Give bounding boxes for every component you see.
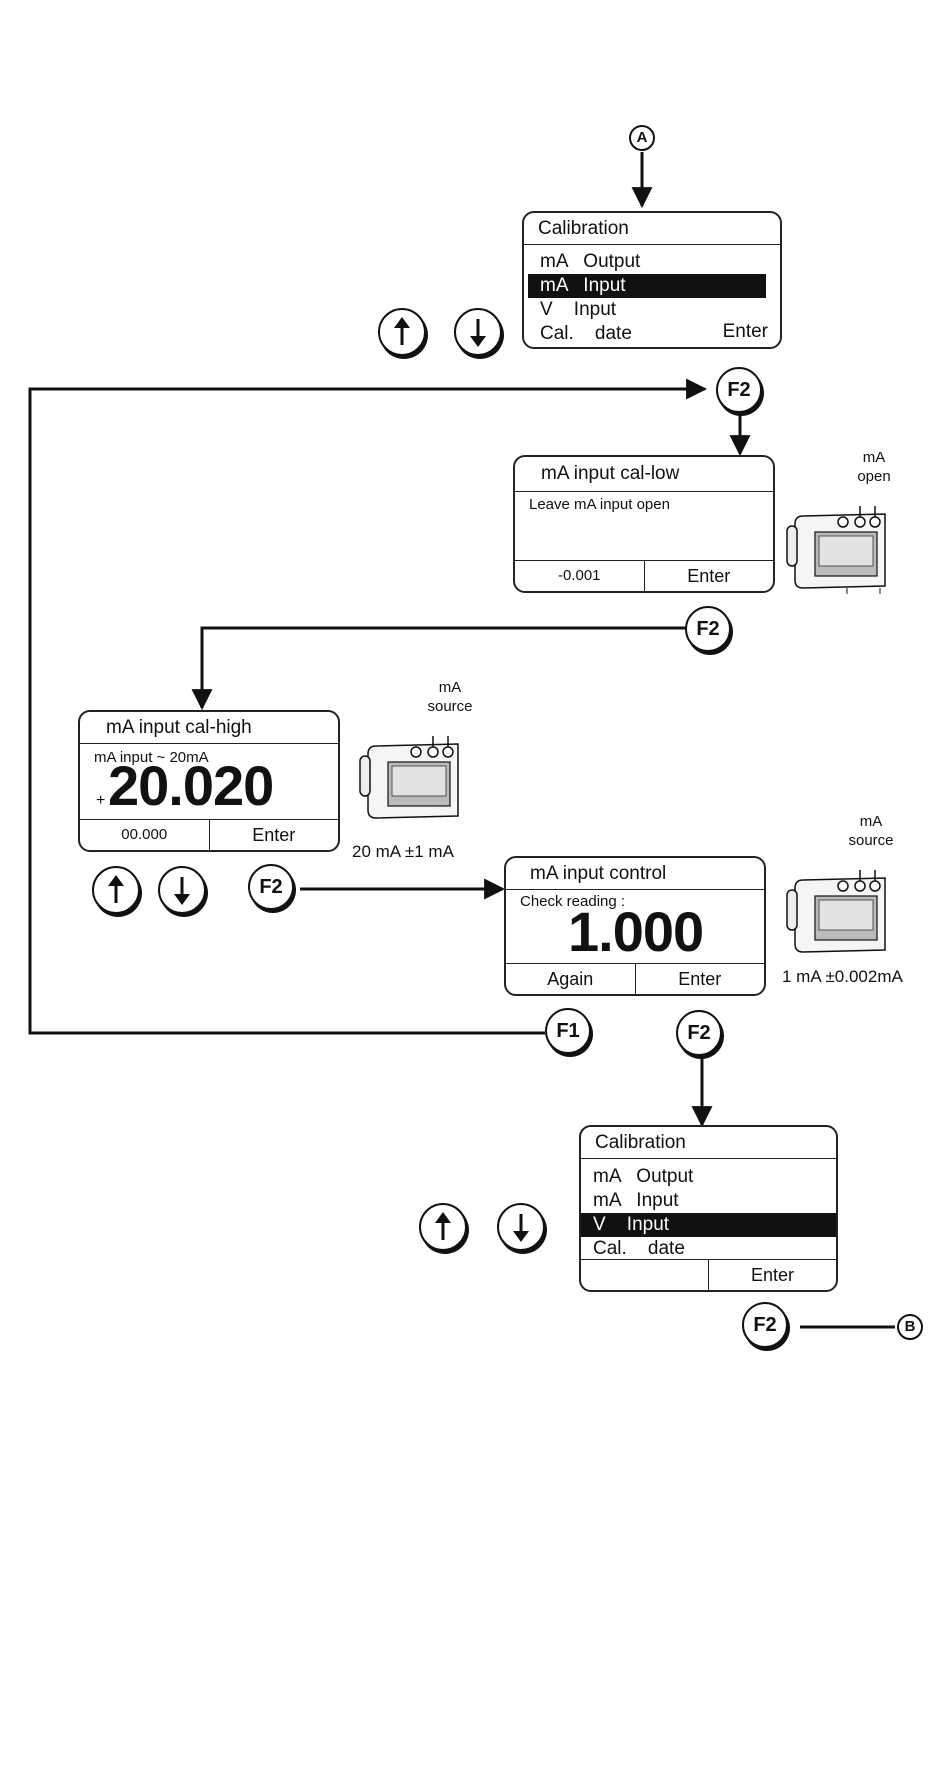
menu-item-cal-date[interactable]: Cal. date bbox=[593, 1238, 685, 1259]
reading-value-small: 00.000 bbox=[121, 826, 168, 843]
down-arrow-key[interactable] bbox=[497, 1203, 545, 1251]
up-arrow-key[interactable] bbox=[378, 308, 426, 356]
blank-softkey bbox=[581, 1260, 708, 1290]
calibration-menu-screen: Calibration mA Output mA Input V Input C… bbox=[522, 211, 782, 349]
screen-footer: Enter bbox=[581, 1259, 836, 1290]
device-terminal-label: mA source bbox=[427, 679, 473, 715]
menu-item-cal-date[interactable]: Cal. date bbox=[540, 323, 632, 344]
screen-title: mA input cal-low bbox=[515, 457, 773, 492]
again-label[interactable]: Again bbox=[547, 969, 594, 989]
f2-key[interactable]: F2 bbox=[716, 367, 762, 413]
arrow-f1-loop bbox=[28, 378, 708, 1035]
reading-value: 20.020 bbox=[108, 754, 274, 817]
down-arrow-icon bbox=[470, 319, 486, 347]
down-arrow-key[interactable] bbox=[158, 866, 206, 914]
up-arrow-key[interactable] bbox=[419, 1203, 467, 1251]
f2-key[interactable]: F2 bbox=[685, 606, 731, 652]
menu-item-ma-output[interactable]: mA Output bbox=[540, 251, 641, 272]
up-arrow-icon bbox=[394, 317, 410, 345]
device-terminal-label: mA open bbox=[857, 449, 891, 485]
enter-label[interactable]: Enter bbox=[634, 964, 765, 994]
screen-footer: 00.000 Enter bbox=[80, 819, 338, 850]
ma-input-cal-low-screen: mA input cal-low Leave mA input open -0.… bbox=[513, 455, 775, 593]
down-arrow-icon bbox=[174, 877, 190, 905]
enter-label[interactable]: Enter bbox=[208, 820, 339, 850]
device-caption: 1 mA ±0.002mA bbox=[782, 967, 903, 986]
screen-title: Calibration bbox=[581, 1127, 836, 1159]
reading-value: -0.001 bbox=[557, 567, 601, 584]
f1-key[interactable]: F1 bbox=[545, 1008, 591, 1054]
screen-title: Calibration bbox=[524, 213, 780, 245]
reading-value: 1.000 bbox=[568, 900, 704, 963]
screen-title: mA input control bbox=[506, 858, 764, 890]
menu-item-ma-input[interactable]: mA Input bbox=[593, 1190, 679, 1211]
f2-key[interactable]: F2 bbox=[742, 1302, 788, 1348]
connector-a: A bbox=[629, 125, 655, 151]
up-arrow-key[interactable] bbox=[92, 866, 140, 914]
menu-item-v-input[interactable]: V Input bbox=[540, 299, 617, 320]
menu-item-v-input[interactable]: V Input bbox=[581, 1213, 836, 1237]
ma-input-cal-high-screen: mA input cal-high mA input ~ 20mA + 20.0… bbox=[78, 710, 340, 852]
ma-input-control-screen: mA input control Check reading : 1.000 A… bbox=[504, 856, 766, 996]
screen-message: mA input ~ 20mA bbox=[94, 749, 209, 766]
down-arrow-icon bbox=[513, 1214, 529, 1242]
screen-message: Leave mA input open bbox=[529, 496, 670, 513]
down-arrow-key[interactable] bbox=[454, 308, 502, 356]
device-caption: 20 mA ±1 mA bbox=[352, 842, 454, 861]
screen-footer: Again Enter bbox=[506, 963, 764, 994]
connector-b: B bbox=[897, 1314, 923, 1340]
enter-label[interactable]: Enter bbox=[643, 561, 774, 591]
calibrator-device-image bbox=[786, 506, 886, 594]
screen-footer: -0.001 Enter bbox=[515, 560, 773, 591]
enter-label[interactable]: Enter bbox=[722, 321, 768, 342]
f2-key[interactable]: F2 bbox=[676, 1010, 722, 1056]
reading-sign: + bbox=[96, 792, 106, 809]
menu-item-ma-output[interactable]: mA Output bbox=[593, 1166, 694, 1187]
enter-label[interactable]: Enter bbox=[708, 1260, 836, 1290]
arrow-f2-to-cal-high bbox=[191, 626, 685, 711]
up-arrow-icon bbox=[435, 1212, 451, 1240]
f2-key[interactable]: F2 bbox=[248, 864, 294, 910]
screen-title: mA input cal-high bbox=[80, 712, 338, 744]
calibration-menu-screen: Calibration mA Output mA Input V Input C… bbox=[579, 1125, 838, 1292]
screen-message: Check reading : bbox=[520, 893, 626, 910]
calibrator-device-image bbox=[359, 736, 459, 819]
calibrator-device-image bbox=[786, 870, 886, 953]
up-arrow-icon bbox=[108, 875, 124, 903]
device-terminal-label: mA source bbox=[848, 813, 894, 849]
menu-item-ma-input[interactable]: mA Input bbox=[528, 274, 766, 298]
